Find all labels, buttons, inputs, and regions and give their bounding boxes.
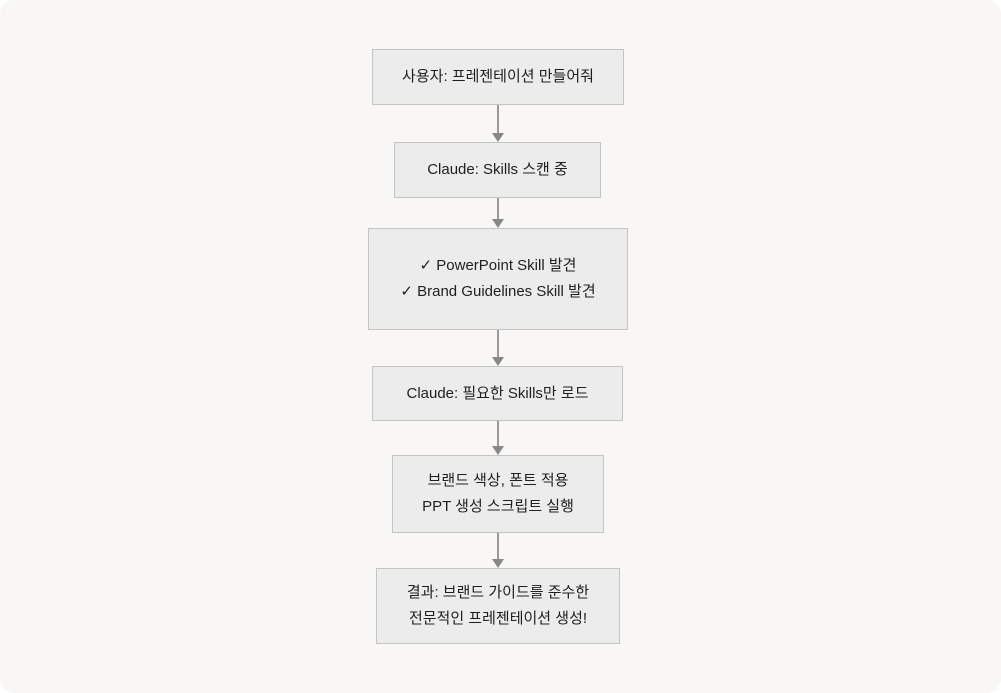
edge-1-to-2 xyxy=(492,105,504,142)
flow-node-claude-loads-needed-skills[interactable]: Claude: 필요한 Skills만 로드 xyxy=(372,366,623,421)
flow-node-label: Claude: Skills 스캔 중 xyxy=(427,161,568,178)
flow-node-claude-scanning-skills[interactable]: Claude: Skills 스캔 중 xyxy=(394,142,601,198)
edge-3-to-4 xyxy=(492,330,504,366)
flow-node-final-result[interactable]: 결과: 브랜드 가이드를 준수한 전문적인 프레젠테이션 생성! xyxy=(376,568,620,644)
edge-4-to-5 xyxy=(492,421,504,455)
flow-node-label: ✓ PowerPoint Skill 발견 ✓ Brand Guidelines… xyxy=(400,257,596,300)
flow-node-label: 브랜드 색상, 폰트 적용 PPT 생성 스크립트 실행 xyxy=(422,472,574,515)
edge-2-to-3 xyxy=(492,198,504,228)
flow-node-user-request[interactable]: 사용자: 프레젠테이션 만들어줘 xyxy=(372,49,624,105)
flow-node-label: 사용자: 프레젠테이션 만들어줘 xyxy=(402,68,594,85)
flow-node-apply-brand-and-run-script[interactable]: 브랜드 색상, 폰트 적용 PPT 생성 스크립트 실행 xyxy=(392,455,604,533)
flow-node-label: Claude: 필요한 Skills만 로드 xyxy=(406,384,589,402)
flow-node-skills-discovered[interactable]: ✓ PowerPoint Skill 발견 ✓ Brand Guidelines… xyxy=(368,228,628,330)
edge-5-to-6 xyxy=(492,533,504,568)
flow-node-label: 결과: 브랜드 가이드를 준수한 전문적인 프레젠테이션 생성! xyxy=(406,584,590,627)
